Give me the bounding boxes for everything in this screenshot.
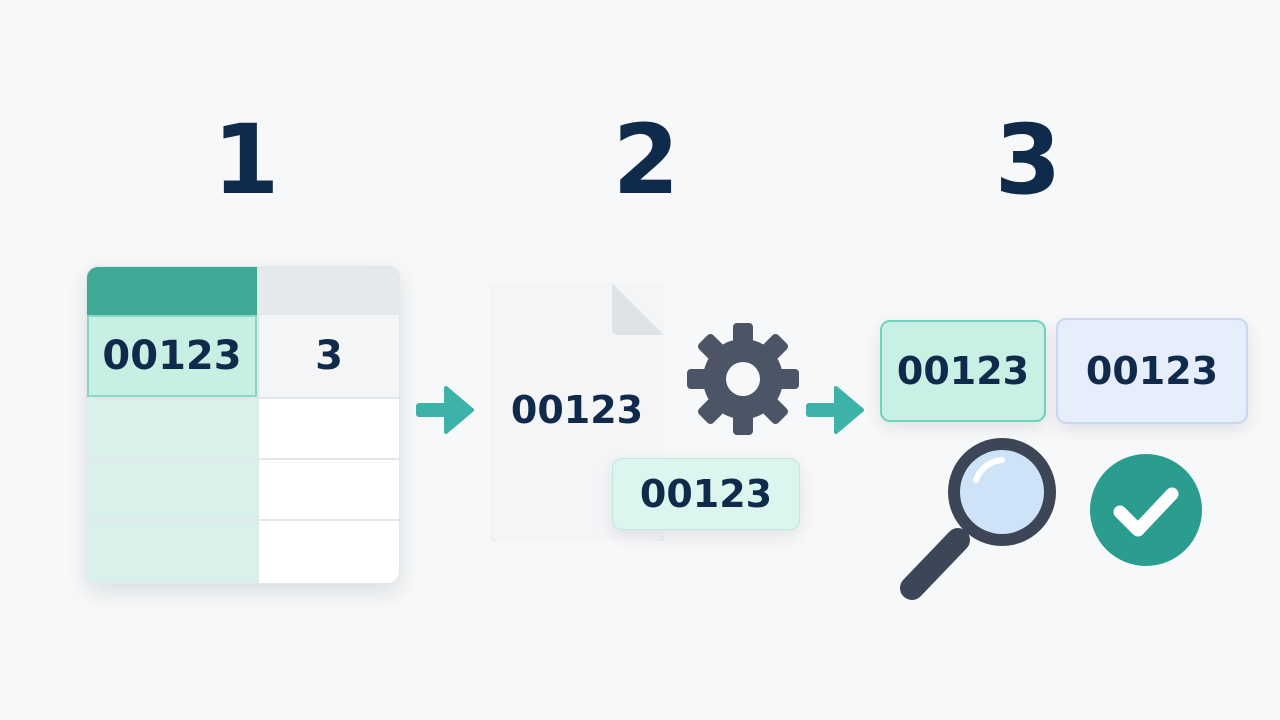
row-divider (87, 397, 399, 399)
document-fold (612, 283, 664, 335)
row-divider (87, 519, 399, 521)
document-value: 00123 (510, 388, 644, 432)
arrow-right-icon (806, 386, 864, 434)
row-divider (87, 458, 399, 460)
arrow-right-icon (416, 386, 474, 434)
gear-icon (687, 323, 799, 435)
column-a-header (87, 267, 257, 315)
cell-b-value: 3 (259, 315, 399, 397)
result-value-left: 00123 (880, 320, 1046, 422)
column-b-header (259, 267, 399, 315)
result-value-right: 00123 (1056, 318, 1248, 424)
spreadsheet-illustration: 00123 3 (86, 266, 400, 584)
step-1-number: 1 (212, 104, 280, 216)
check-circle-icon (1090, 454, 1202, 566)
magnifier-icon (900, 438, 1056, 600)
cell-a-value: 00123 (87, 315, 257, 397)
step-2-number: 2 (612, 104, 680, 216)
step-3-number: 3 (994, 104, 1062, 216)
document-value-chip: 00123 (612, 458, 800, 530)
column-divider (257, 267, 259, 583)
